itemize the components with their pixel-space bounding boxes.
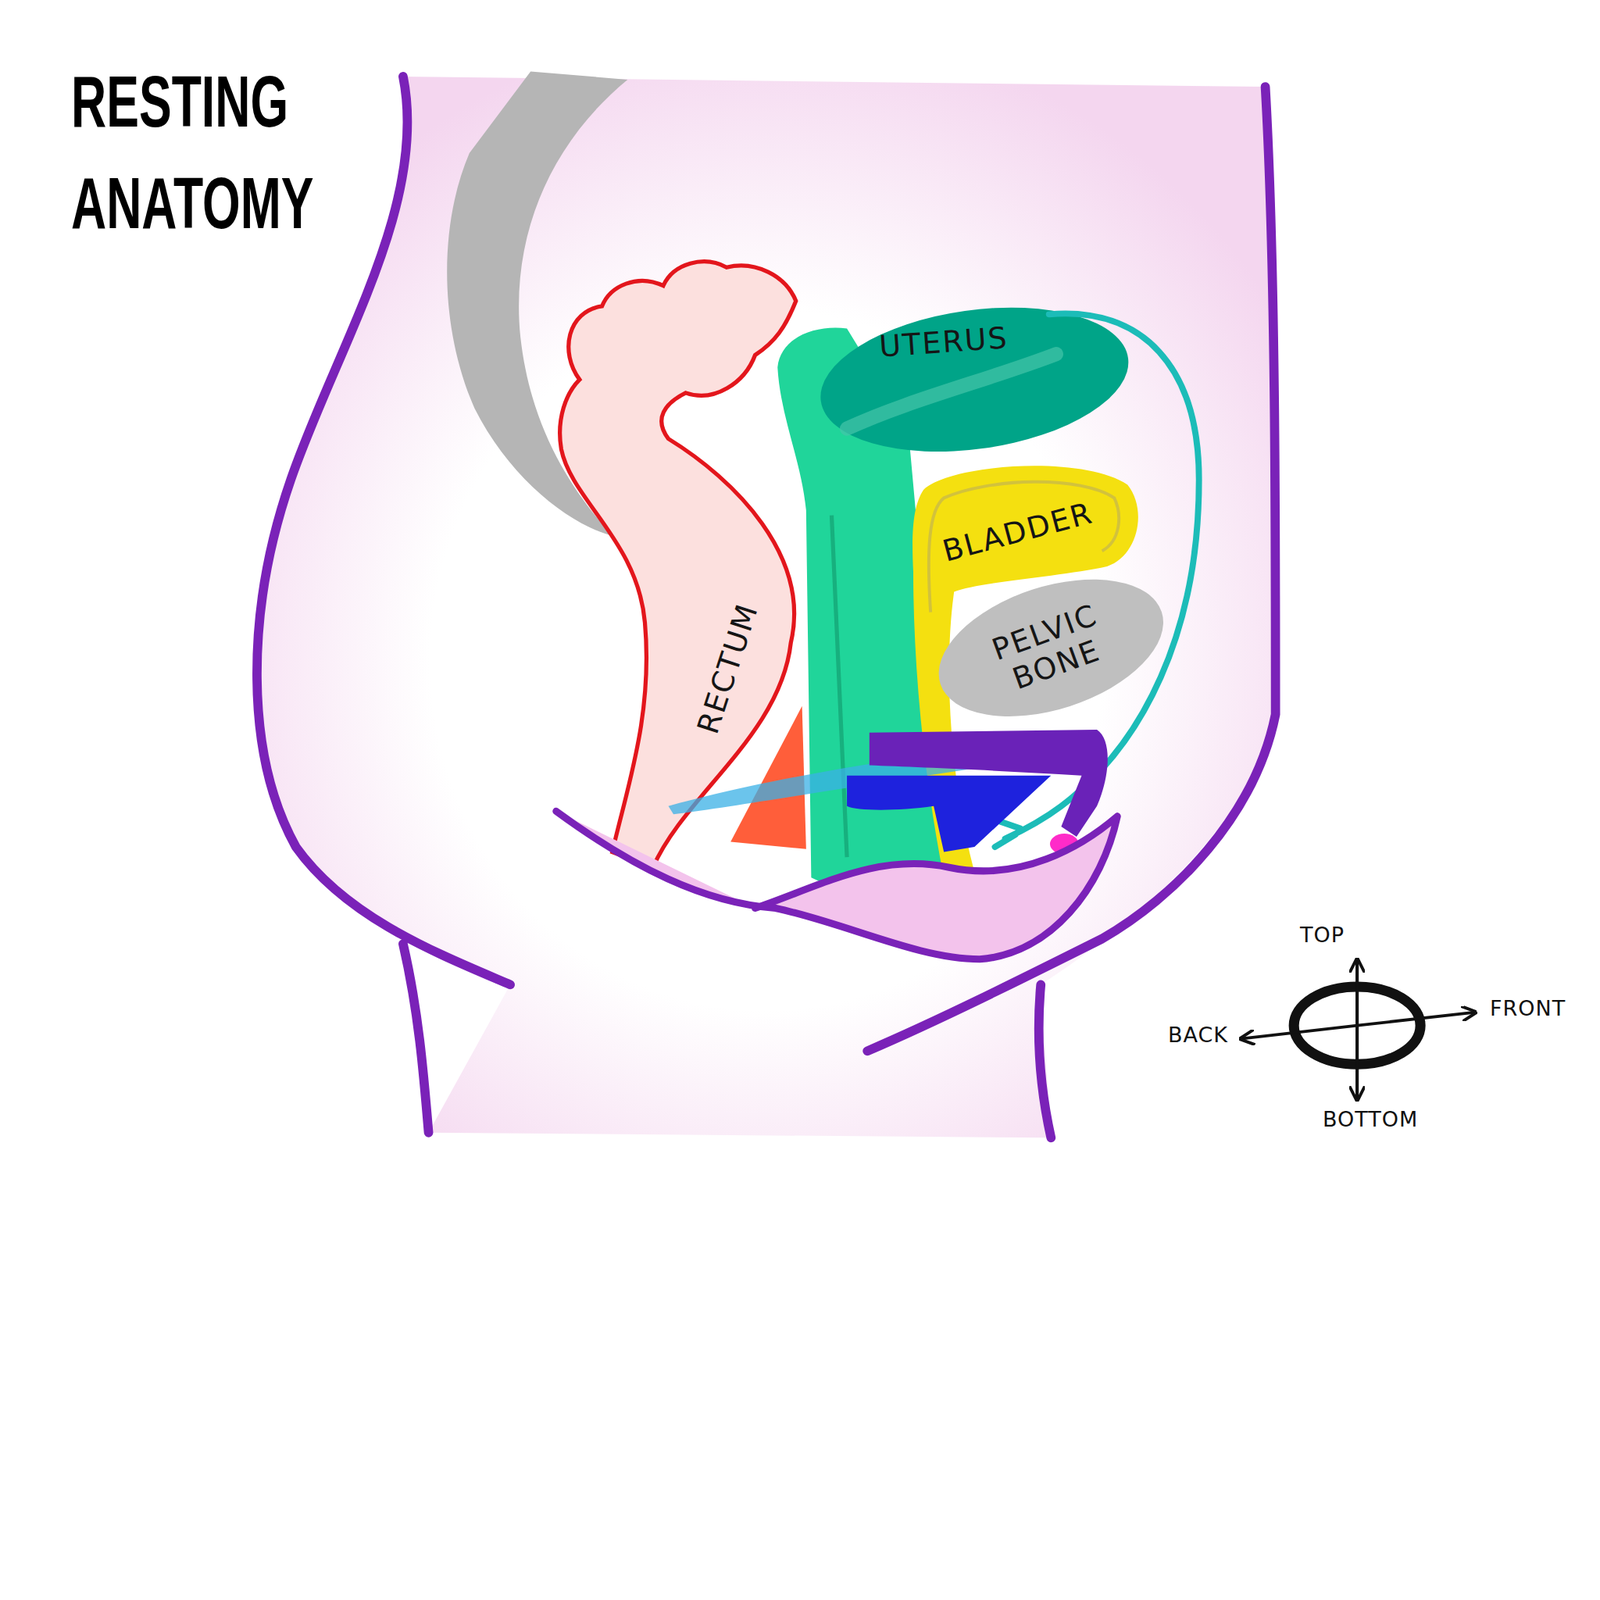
uterus-highlight [846,353,1057,429]
vagina-line [831,515,847,858]
rectum-shape [560,261,797,868]
compass [1240,959,1475,1100]
body-outline [257,76,1276,1138]
direction-label: BOTTOM [1322,1107,1418,1132]
direction-label: FRONT [1489,996,1566,1021]
direction-label: TOP [1300,922,1345,947]
perineum-fill [556,810,1118,959]
pelvic-bone-shape [921,553,1181,743]
direction-label: BACK [1167,1022,1229,1047]
perineum-outline [556,810,1118,959]
body-fill [257,76,1276,1138]
muscle-blue [846,775,1051,853]
title: RESTING ANATOMY [71,50,348,254]
organ-name: UTERUS [878,321,1011,365]
